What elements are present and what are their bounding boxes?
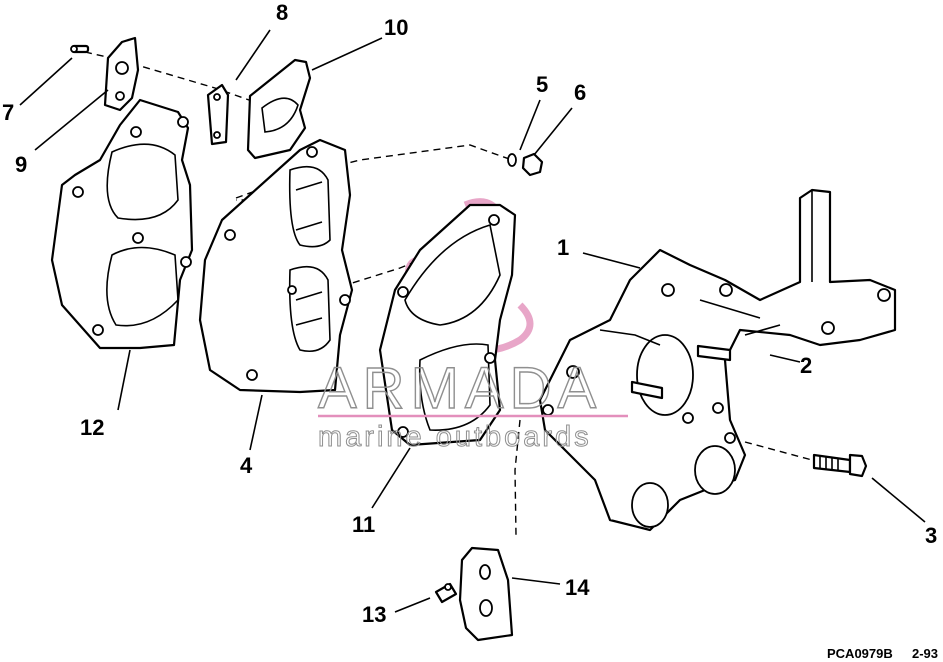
part-2-stud — [630, 344, 732, 400]
callout-labels: 1 2 3 4 5 6 7 8 9 10 11 12 13 14 — [2, 0, 937, 627]
callout-12: 12 — [80, 415, 104, 440]
figure-code: PCA0979B — [827, 646, 893, 661]
callout-8: 8 — [276, 0, 288, 25]
watermark: ARMADA marine outboards — [317, 355, 628, 454]
part-11-gasket — [378, 203, 517, 447]
callout-6: 6 — [574, 80, 586, 105]
callout-11: 11 — [352, 512, 375, 537]
callout-10: 10 — [384, 15, 408, 40]
watermark-brand: ARMADA — [318, 356, 602, 421]
leader-lines — [19, 29, 926, 613]
part-1-housing — [538, 188, 897, 532]
callout-14: 14 — [565, 575, 590, 600]
part-5-washer — [507, 153, 517, 167]
callout-4: 4 — [240, 453, 253, 478]
part-8-strip — [206, 83, 230, 146]
part-13-screw — [434, 582, 458, 604]
part-4-cover-plate — [198, 138, 354, 394]
callout-5: 5 — [536, 72, 548, 97]
callout-3: 3 — [925, 523, 937, 548]
figure-reference: PCA0979B 2-93 — [827, 646, 938, 661]
part-6-nut — [521, 152, 544, 177]
callout-9: 9 — [15, 152, 27, 177]
watermark-tagline: marine outboards — [318, 421, 592, 453]
part-10-gasket — [246, 58, 312, 160]
part-14-bracket — [458, 546, 514, 642]
callout-7: 7 — [2, 100, 14, 125]
part-9-plate — [103, 36, 140, 112]
callout-13: 13 — [362, 602, 386, 627]
figure-revision: 2-93 — [912, 646, 938, 661]
part-3-bolt — [812, 453, 868, 478]
callout-2: 2 — [800, 353, 812, 378]
part-12-gasket — [50, 98, 194, 350]
callout-1: 1 — [557, 235, 569, 260]
part-7-screw — [70, 44, 90, 54]
